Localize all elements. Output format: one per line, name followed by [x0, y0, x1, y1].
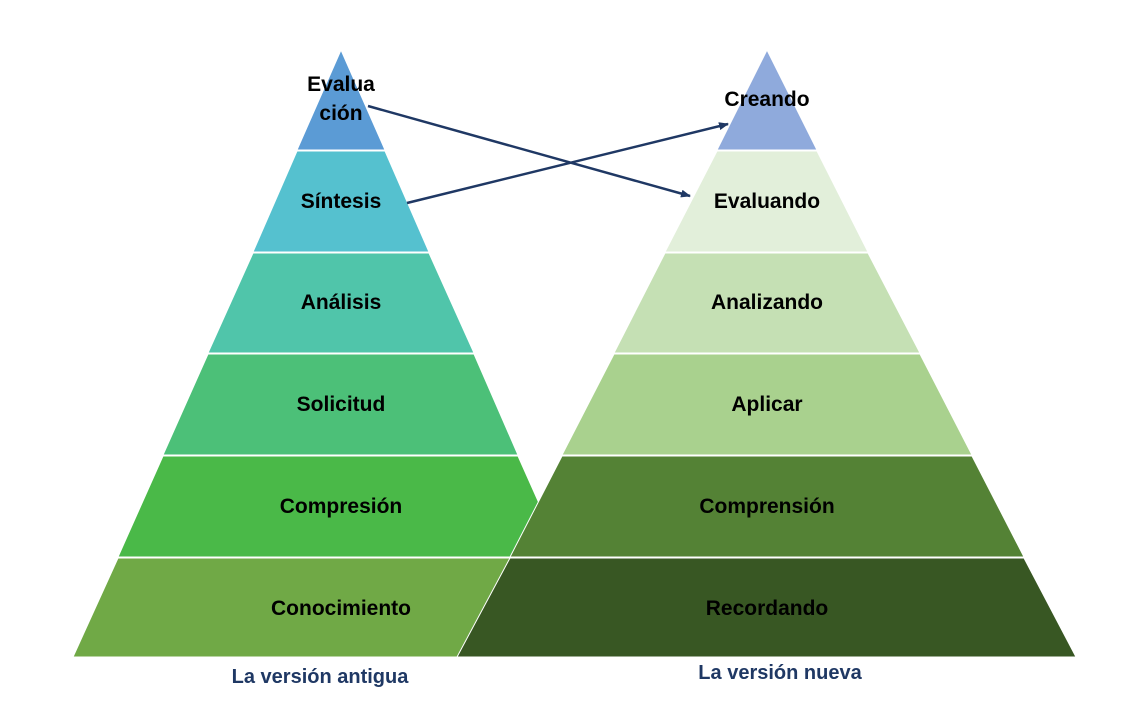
arrow-evaluacion-to-evaluando — [367, 104, 691, 198]
new-level-label: Analizando — [711, 291, 823, 314]
old-level-label: Solicitud — [297, 393, 386, 416]
old-level-evaluacion — [296, 48, 386, 151]
old-level-sintesis — [252, 150, 430, 253]
old-level-label: Conocimiento — [271, 597, 411, 620]
old-level-analisis — [207, 252, 475, 354]
new-level-analizando — [613, 252, 921, 354]
old-version-caption: La versión antigua — [232, 666, 410, 688]
new-level-creando — [716, 48, 818, 151]
new-level-evaluando — [664, 150, 869, 253]
new-level-label: Aplicar — [731, 393, 802, 416]
old-level-label: Síntesis — [301, 190, 382, 213]
new-level-comprension — [509, 455, 1025, 558]
old-level-label: ción — [319, 102, 362, 125]
new-level-label: Recordando — [706, 597, 829, 620]
old-level-solicitud — [162, 353, 519, 456]
new-version-caption: La versión nueva — [698, 662, 862, 684]
new-level-recordando — [456, 557, 1077, 658]
new-level-label: Comprensión — [699, 495, 834, 518]
old-level-label: Análisis — [301, 291, 382, 314]
new-level-label: Evaluando — [714, 190, 820, 213]
arrow-sintesis-to-creando — [406, 122, 729, 205]
new-level-label: Creando — [724, 88, 809, 111]
old-pyramid — [72, 48, 609, 658]
old-level-label: Compresión — [280, 495, 403, 518]
new-pyramid — [456, 48, 1077, 658]
new-level-aplicar — [561, 353, 973, 456]
old-level-label: Evalua — [307, 73, 375, 96]
